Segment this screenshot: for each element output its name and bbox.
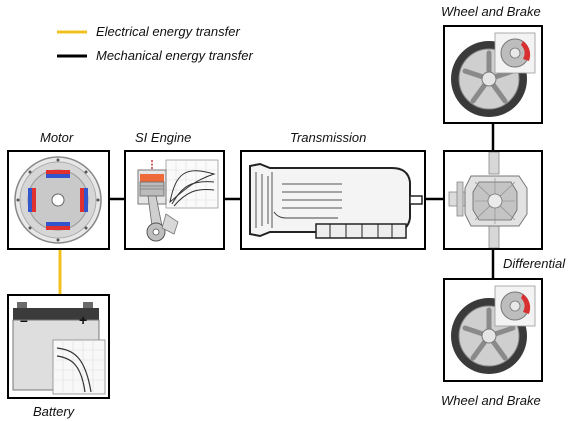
wheel-top-box	[443, 25, 543, 124]
wheel-bottom-box	[443, 278, 543, 382]
wheel-top-label: Wheel and Brake	[441, 4, 541, 19]
engine-icon	[137, 159, 219, 242]
engine-box	[124, 150, 225, 250]
battery-label: Battery	[33, 404, 75, 419]
wheel-bottom-label: Wheel and Brake	[441, 393, 541, 408]
battery-negative-terminal: –	[20, 312, 28, 328]
battery-box: – +	[7, 294, 110, 399]
motor-icon	[14, 156, 102, 244]
motor-box	[7, 150, 110, 250]
legend-mechanical-label: Mechanical energy transfer	[96, 48, 253, 63]
transmission-icon	[249, 162, 423, 239]
motor-label: Motor	[40, 130, 74, 145]
battery-icon	[12, 302, 106, 395]
engine-label: SI Engine	[135, 130, 192, 145]
differential-box	[443, 150, 543, 250]
wheel-brake-icon	[451, 32, 536, 117]
transmission-box	[240, 150, 426, 250]
legend-electrical-label: Electrical energy transfer	[96, 24, 240, 39]
differential-label: Differential	[503, 256, 566, 271]
differential-icon	[448, 151, 528, 249]
transmission-label: Transmission	[290, 130, 367, 145]
wheel-brake-icon	[451, 285, 536, 374]
battery-positive-terminal: +	[79, 312, 88, 328]
